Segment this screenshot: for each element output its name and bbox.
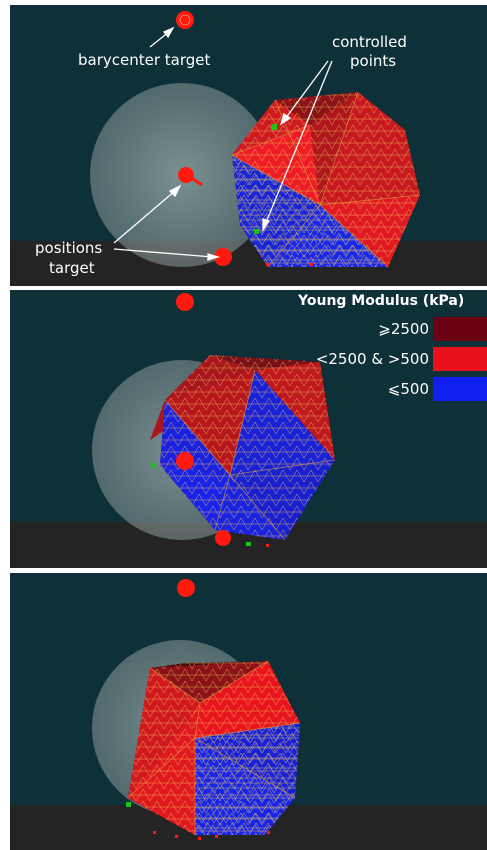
legend-item-label: <2500 & >500 <box>315 350 429 368</box>
icosahedron <box>150 355 336 541</box>
position-target-marker <box>215 530 231 546</box>
scene-3 <box>10 573 487 850</box>
controlled-points-label-line1: controlled <box>332 33 407 51</box>
legend-item: <2500 & >500 <box>287 347 487 371</box>
positions-target-label-line2: target <box>49 259 95 277</box>
scene-1 <box>10 5 487 286</box>
barycenter-target-label: barycenter target <box>78 51 211 69</box>
legend-item: ⩽500 <box>287 377 487 401</box>
legend-item: ⩾2500 <box>287 317 487 341</box>
legend-swatch <box>433 317 487 341</box>
scene-2 <box>10 290 487 568</box>
controlled-point-marker <box>254 229 259 234</box>
legend-item-label: ⩽500 <box>387 380 429 398</box>
controlled-points-label-line2: points <box>350 52 397 70</box>
controlled-point-marker <box>271 124 277 130</box>
simulation-panel-2: Young Modulus (kPa) ⩾2500 <2500 & >500 ⩽… <box>10 290 487 568</box>
controlled-point-marker <box>151 463 156 468</box>
legend-swatch <box>433 377 487 401</box>
icosahedron <box>231 91 421 268</box>
annotation-arrows <box>113 26 333 261</box>
controlled-point-marker <box>246 542 251 546</box>
barycenter-target-marker <box>176 11 194 29</box>
position-target-marker <box>178 167 194 183</box>
legend-item-label: ⩾2500 <box>378 320 429 338</box>
barycenter-target-marker <box>176 293 194 311</box>
legend-title: Young Modulus (kPa) <box>298 293 465 309</box>
simulation-panel-1: barycenter target controlled points posi… <box>10 5 487 286</box>
legend-swatch <box>433 347 487 371</box>
controlled-point-marker <box>126 802 131 807</box>
position-target-marker <box>176 452 194 470</box>
barycenter-target-marker <box>177 579 195 597</box>
icosahedron <box>127 660 301 835</box>
position-target-marker <box>214 248 232 266</box>
positions-target-label-line1: positions <box>35 239 103 257</box>
simulation-panel-3 <box>10 573 487 850</box>
floor <box>10 241 487 286</box>
